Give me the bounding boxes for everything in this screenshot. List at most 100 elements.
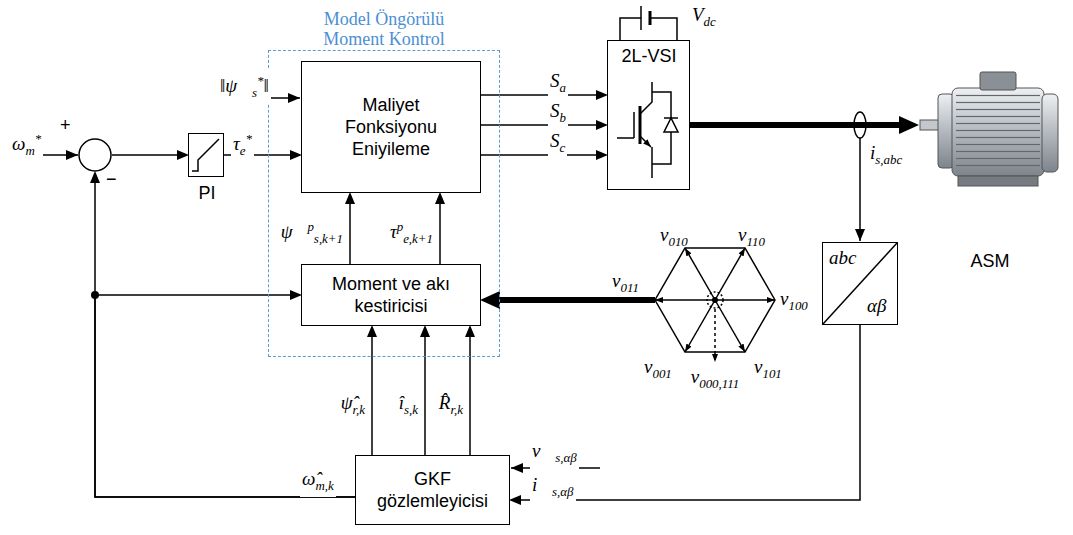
battery-plate xyxy=(649,11,652,25)
connector xyxy=(95,183,355,497)
symbol-base: v xyxy=(612,270,620,291)
symbol-base: S xyxy=(550,70,560,91)
diode-symbol xyxy=(664,118,678,132)
symbol-base: v xyxy=(691,366,699,387)
junction-outline xyxy=(78,138,112,172)
sign-label: + xyxy=(60,114,71,136)
diode-bar xyxy=(664,117,678,119)
symbol-base: i xyxy=(870,142,875,163)
signal-label: i⃗s,αβ xyxy=(530,474,576,503)
symbol-base: ψ⃗ xyxy=(281,221,308,242)
control-group: Maliyet Fonksiyonu EniyilemeMoment ve ak… xyxy=(268,50,500,357)
zero-vector xyxy=(714,309,716,362)
subscript: 001 xyxy=(652,366,671,381)
motor-feet xyxy=(958,176,1038,186)
subscript: 110 xyxy=(746,234,764,249)
signal-label: Vdc xyxy=(690,4,718,33)
sign-label: − xyxy=(106,168,117,190)
zero-vector-ring xyxy=(707,292,723,308)
symbol-base: V xyxy=(692,4,704,25)
igbt-collector xyxy=(640,82,652,114)
subscript: 000,111 xyxy=(699,376,739,391)
vector-label: v110 xyxy=(738,224,765,253)
symbol-base: ω̂ xyxy=(302,468,315,489)
connector xyxy=(481,124,596,126)
process-box: Maliyet Fonksiyonu Eniyileme xyxy=(301,61,481,193)
induction-motor: ASM xyxy=(918,50,1063,215)
symbol-base: v xyxy=(660,224,668,245)
connector xyxy=(112,154,177,156)
subscript: m,k xyxy=(315,478,333,493)
connector xyxy=(690,122,899,128)
symbol-base: v xyxy=(754,356,762,377)
vector-label: v001 xyxy=(644,356,672,385)
symbol-base: S xyxy=(550,100,560,121)
signal-label: Sa xyxy=(548,70,568,99)
signal-label: Sb xyxy=(548,100,568,129)
signal-label: τpe,k+1 xyxy=(388,216,435,250)
hexagon-center xyxy=(712,297,718,303)
vector-label: v101 xyxy=(754,356,782,385)
signal-label: ωm* xyxy=(10,128,43,162)
vector-bus xyxy=(608,297,655,303)
transform-box: abcαβ xyxy=(822,242,898,325)
vector-label: v100 xyxy=(780,288,808,317)
terminal-box xyxy=(980,72,1016,90)
subscript: b xyxy=(560,110,566,125)
subscript: r,k xyxy=(352,402,365,417)
igbt-bar xyxy=(639,106,642,144)
box-label: 2L-VSI xyxy=(621,45,676,67)
subscript: 100 xyxy=(788,298,807,313)
signal-label: is,abc xyxy=(868,142,904,171)
symbol-base: î xyxy=(399,392,404,413)
subscript: 011 xyxy=(620,280,638,295)
subscript: s xyxy=(252,85,257,100)
inverter-box: 2L-VSI xyxy=(607,40,690,190)
motor-label: ASM xyxy=(970,250,1009,272)
diode-wire xyxy=(652,132,671,164)
box-label: Moment ve akı kestiricisi xyxy=(321,273,461,317)
transform-diagonal xyxy=(823,243,897,324)
symbol-base: v xyxy=(738,224,746,245)
symbol-base: ‖ xyxy=(263,75,268,96)
subscript: m xyxy=(25,143,34,158)
superscript: p xyxy=(307,219,313,234)
signal-label: R̂r,k xyxy=(437,392,465,421)
subscript: dc xyxy=(704,14,716,29)
motor-body xyxy=(952,88,1044,176)
igbt-emitter xyxy=(640,136,651,147)
summing-junction: +− xyxy=(78,138,112,172)
observer-box: GKF gözlemleyicisi xyxy=(355,455,510,525)
superscript: * xyxy=(246,131,252,146)
symbol-base: i⃗ xyxy=(532,474,552,495)
signal-label: v⃗s,αβ xyxy=(530,440,579,469)
symbol-base: v xyxy=(644,356,652,377)
box-label: GKF gözlemleyicisi xyxy=(368,468,498,512)
connector xyxy=(439,204,441,264)
subscript: e,k+1 xyxy=(403,231,433,246)
voltage-vector xyxy=(655,299,715,301)
pi-controller: PI xyxy=(188,133,224,177)
connector xyxy=(481,94,596,96)
subscript: s,αβ xyxy=(552,484,573,499)
battery-plate xyxy=(640,6,642,30)
signal-label: ‖ψ⃗s*‖ xyxy=(218,70,271,104)
group-title: Model Öngörülü Moment Kontrol xyxy=(304,9,464,49)
motor-fins xyxy=(956,94,1040,170)
superscript: * xyxy=(257,73,263,88)
frame-label: abc xyxy=(829,247,856,269)
pi-symbol xyxy=(192,139,219,171)
voltage-vector xyxy=(715,299,775,301)
symbol-base: ψ̂ xyxy=(341,392,353,413)
symbol-base: v⃗ xyxy=(532,440,555,461)
diode-wire xyxy=(652,92,671,118)
connector xyxy=(424,337,426,455)
subscript: a xyxy=(560,80,566,95)
connector xyxy=(371,337,373,455)
signal-label: îs,k xyxy=(397,392,420,421)
box-label: PI xyxy=(198,182,215,204)
symbol-base: ω xyxy=(12,133,25,154)
subscript: s,αβ xyxy=(555,450,576,465)
hexagon-shape xyxy=(655,248,775,352)
voltage-vector xyxy=(685,248,715,300)
